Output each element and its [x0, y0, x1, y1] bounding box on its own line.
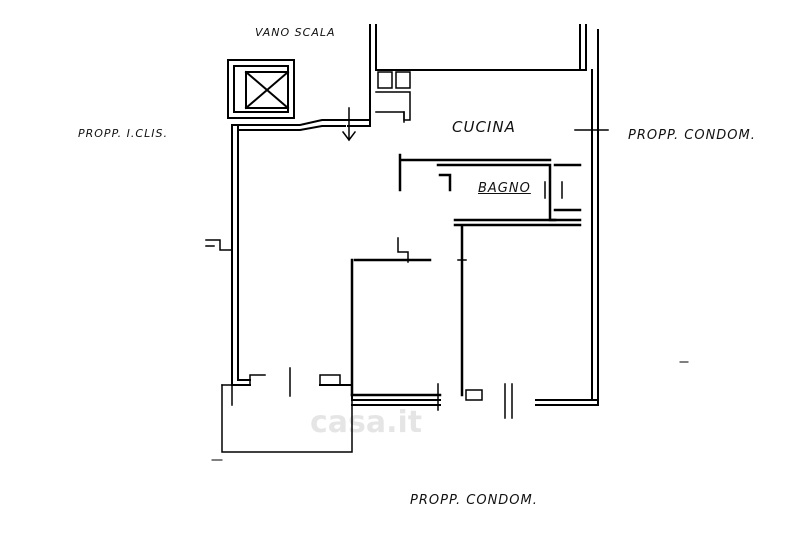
- balcony: [221, 374, 353, 453]
- label-prop-iclis: PROPP. I.CLIS.: [78, 127, 168, 140]
- label-cucina: CUCINA: [452, 118, 516, 136]
- label-prop-condom-right: PROPP. CONDOM.: [628, 128, 756, 143]
- stair-shaft: [227, 24, 587, 126]
- kitchen-fixtures: [375, 71, 411, 123]
- door-marks: [289, 107, 609, 419]
- label-bagno: BAGNO: [478, 181, 531, 196]
- label-vano-scala: VANO SCALA: [255, 26, 336, 39]
- left-ledge: [205, 239, 233, 251]
- outer-walls: [231, 29, 599, 406]
- watermark: casa.it: [310, 405, 423, 440]
- interior-walls: [350, 153, 582, 397]
- label-prop-condom-bottom: PROPP. CONDOM.: [410, 493, 538, 508]
